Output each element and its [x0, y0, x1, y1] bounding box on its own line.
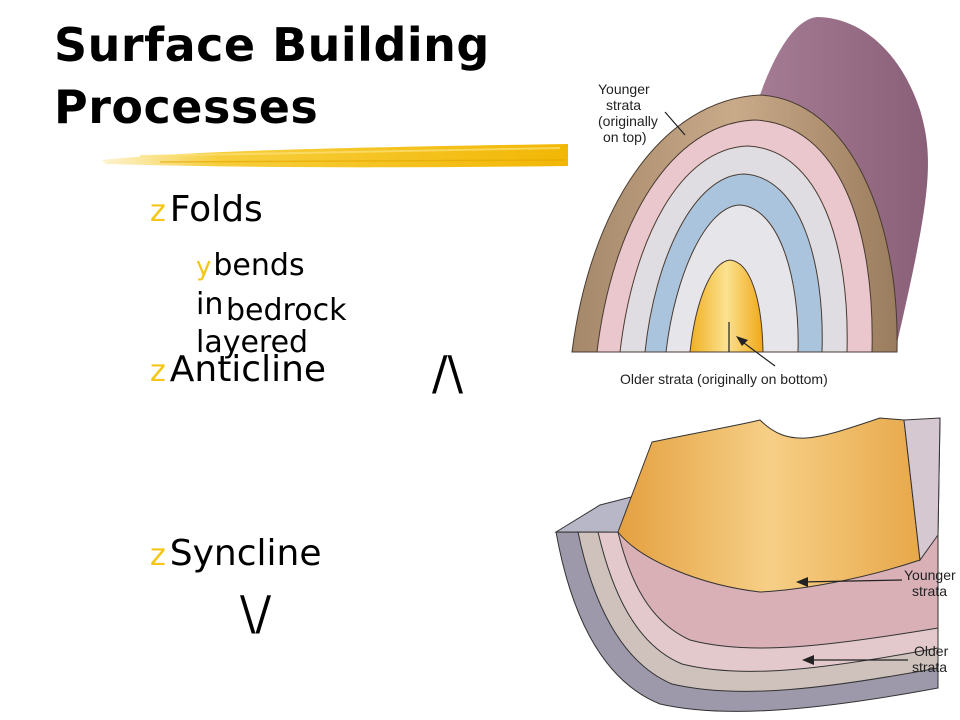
anticline-younger-label-1: Younger [598, 81, 650, 97]
syncline-symbol: \/ [240, 586, 271, 640]
syncline-younger-label-1: Younger [904, 567, 956, 583]
title-line-1: Surface Building [54, 18, 490, 72]
bullet-folds-sub-line-2: bedrock [226, 292, 346, 330]
bullet-marker: z [150, 538, 166, 573]
bullet-text-line-2: bedrock [226, 293, 347, 328]
anticline-younger-label-2: strata [606, 97, 641, 113]
bullet-text: Anticline [169, 349, 327, 390]
anticline-core [689, 259, 764, 353]
bullet-folds-sub: ybends in layered [196, 247, 308, 362]
syncline-older-label-2: strata [912, 659, 947, 675]
anticline-younger-label-4: on top) [603, 129, 647, 145]
anticline-younger-label-3: (originally [598, 113, 658, 129]
bullet-text: Syncline [169, 533, 322, 574]
bullet-marker: z [150, 194, 166, 229]
anticline-diagram: Younger strata (originally on top) Older… [571, 17, 928, 387]
title-line-2: Processes [54, 80, 319, 134]
syncline-diagram: Younger strata Older strata [554, 417, 956, 712]
bullet-text-line-1: bends in layered [196, 248, 309, 360]
syncline-younger-label-2: strata [912, 583, 947, 599]
slide-title: Surface Building Processes [54, 14, 574, 138]
brush-stroke-decoration [102, 144, 568, 168]
anticline-older-label: Older strata (originally on bottom) [620, 371, 828, 387]
bullet-marker: z [150, 354, 166, 389]
bullet-text: Folds [169, 189, 263, 230]
syncline-older-label-1: Older [914, 643, 949, 659]
anticline-symbol: /\ [432, 346, 463, 400]
bullet-marker: y [196, 252, 212, 282]
